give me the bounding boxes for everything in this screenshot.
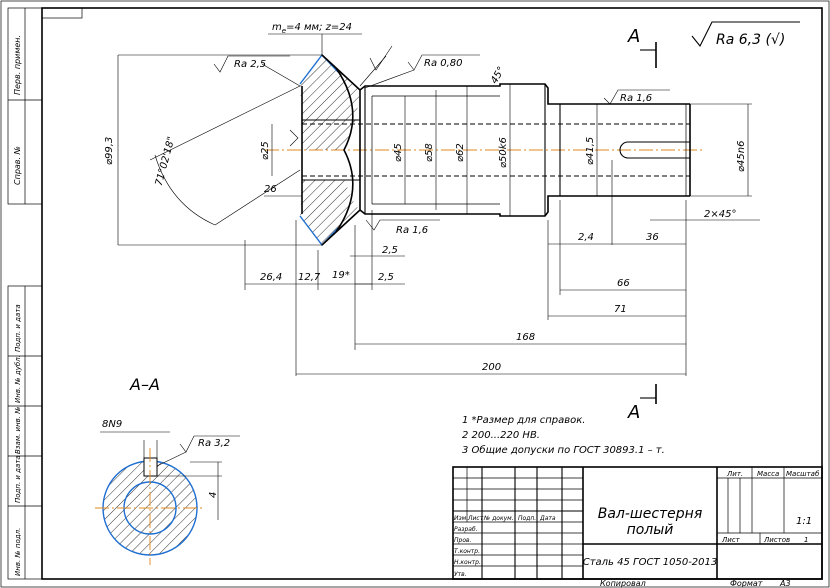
dim-a45: 45°: [489, 65, 507, 86]
side-sprav-num: Справ. №: [13, 146, 22, 185]
keyway: [619, 141, 690, 159]
tb-col-date: Дата: [539, 515, 556, 522]
dim-w66: 66: [617, 278, 630, 289]
svg-text:A: A: [627, 402, 640, 423]
note-3: 3 Общие допуски по ГОСТ 30893.1 – т.: [462, 444, 665, 456]
tb-sheets-label: Листов: [763, 536, 790, 544]
tb-scale-label: Масштаб: [786, 470, 820, 478]
general-roughness: Ra 6,3 (√): [691, 21, 800, 48]
dim-d99: ⌀99,3: [104, 137, 115, 165]
svg-text:Ra 1,6: Ra 1,6: [620, 93, 652, 104]
tb-format-value: А3: [779, 579, 791, 588]
section-view-title: A–A: [129, 375, 160, 394]
gear-section-upper: [300, 55, 360, 150]
side-vzam-inv: Взам. инв. №: [14, 406, 22, 454]
dim-w168: 168: [516, 332, 535, 343]
note-1: 1 *Размер для справок.: [462, 415, 585, 426]
dim-chamfer: 2×45°: [704, 209, 736, 220]
tb-sheets-value: 1: [804, 536, 808, 544]
svg-text:Ra 3,2: Ra 3,2: [198, 438, 230, 449]
side-podp-data-2: Подп. и дата: [14, 455, 22, 503]
dim-w24: 2,4: [578, 232, 594, 243]
dim-w19: 19*: [332, 270, 350, 281]
title-block: [452, 466, 823, 580]
tb-mass-label: Масса: [757, 470, 779, 478]
side-stamp: Перв. примен. Справ. № Подп. и дата Инв.…: [7, 7, 43, 580]
roughness-r1: Ra 2,5: [213, 55, 301, 87]
dim-d41: ⌀41,5: [585, 137, 596, 165]
dim-w264: 26,4: [260, 272, 282, 283]
tb-col-docnum: № докум.: [483, 515, 514, 522]
angle-arc: [154, 154, 216, 226]
tb-row-prov: Пров.: [454, 537, 472, 544]
dim-w36: 36: [646, 232, 659, 243]
roughness-r4: Ra 1,6: [365, 219, 440, 236]
svg-text:Ra 1,6: Ra 1,6: [396, 225, 428, 236]
tb-row-nkontr: Н.контр.: [454, 559, 481, 566]
side-podp-data-1: Подп. и дата: [14, 304, 22, 352]
tb-sheet-label: Лист: [721, 536, 741, 544]
svg-text:A: A: [627, 26, 640, 47]
corner-box: [41, 7, 83, 19]
tb-row-razrab: Разраб.: [454, 526, 478, 533]
dim-w200: 200: [482, 362, 501, 373]
svg-text:Ra 2,5: Ra 2,5: [234, 59, 266, 70]
svg-text:Ra 0,80: Ra 0,80: [424, 58, 463, 69]
tb-scale-value: 1:1: [796, 516, 812, 527]
length-dimensions: [244, 160, 760, 376]
tb-lit-label: Лит.: [726, 470, 743, 478]
dim-d45: ⌀45: [393, 143, 404, 162]
roughness-r2: Ra 0,80: [364, 54, 480, 89]
section-mark-top: A: [627, 26, 657, 68]
section-aa: [95, 431, 222, 565]
dim-d25: ⌀25: [260, 141, 271, 160]
tb-col-sign: Подп.: [518, 515, 536, 522]
tb-col-izm: Изм.: [454, 515, 468, 522]
side-perv-primen: Перв. примен.: [13, 35, 22, 95]
tb-part-name-2: полый: [627, 522, 674, 538]
gear-section-lower: [300, 180, 360, 245]
section-mark-bottom: A: [627, 384, 657, 423]
tb-format-label: Формат: [730, 579, 763, 588]
tb-part-name-1: Вал-шестерня: [598, 506, 703, 522]
dim-d50: ⌀50k6: [498, 137, 509, 168]
tb-col-list: Лист: [467, 515, 484, 522]
tb-copied: Копировал: [600, 579, 646, 588]
diameter-dimensions: [117, 54, 752, 246]
dim-d62: ⌀62: [455, 143, 466, 162]
tb-material: Сталь 45 ГОСТ 1050-2013: [583, 557, 718, 568]
dim-d45p: ⌀45n6: [736, 141, 747, 172]
dim-key: 8N9: [102, 419, 122, 430]
dim-w25b: 2,5: [378, 272, 394, 283]
dim-d58: ⌀58: [424, 143, 435, 162]
roughness-r3: Ra 1,6: [603, 89, 670, 105]
dim-key-depth: 4: [208, 492, 219, 498]
roughness-r5: Ra 3,2: [156, 435, 240, 467]
dim-w25a: 2,5: [382, 245, 398, 256]
dim-w71: 71: [614, 304, 627, 315]
shaft-view: [265, 53, 705, 247]
tb-row-tkontr: Т.контр.: [454, 548, 480, 555]
side-inv-podl: Инв. № подл.: [14, 528, 22, 576]
shaft-outline-lower: [359, 195, 690, 217]
tb-row-utv: Утв.: [454, 571, 467, 578]
svg-text:Ra 6,3 (√): Ra 6,3 (√): [716, 32, 785, 48]
dim-w127: 12,7: [298, 272, 321, 283]
technical-notes: 1 *Размер для справок. 2 200...220 НВ. 3…: [462, 415, 665, 456]
note-2: 2 200...220 НВ.: [462, 430, 540, 441]
gear-module-text: me=4 мм; z=24: [272, 22, 352, 35]
side-inv-dubl: Инв. № дубл.: [14, 355, 22, 403]
dim-w26: 26: [264, 184, 277, 195]
